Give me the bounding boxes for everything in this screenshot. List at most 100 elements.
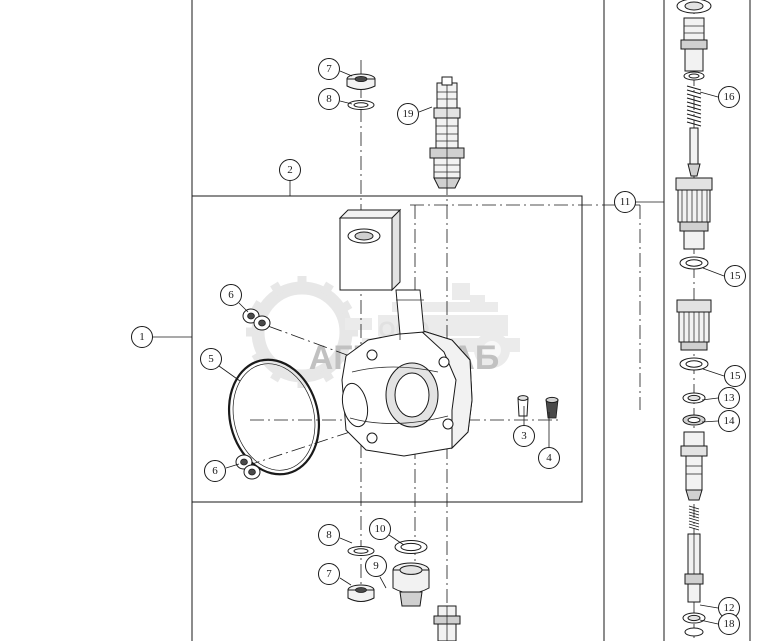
callout-label: 11 xyxy=(620,196,631,208)
part-6-washer-lower xyxy=(235,454,261,480)
part-7-plug-top xyxy=(346,73,376,90)
callout-label: 7 xyxy=(326,63,332,75)
callout-leader-line xyxy=(701,397,719,401)
part-10-oring xyxy=(394,540,428,554)
part-5-seal-ring xyxy=(227,358,321,476)
callout-label: 1 xyxy=(139,331,145,343)
callout-9: 9 xyxy=(365,555,387,589)
right-column-assembly xyxy=(675,0,713,637)
part-4-pin xyxy=(545,396,559,419)
part-bottom-stem xyxy=(433,605,461,641)
callout-8: 8 xyxy=(318,88,353,110)
callout-leader-line xyxy=(702,267,725,277)
callout-5: 5 xyxy=(200,348,241,382)
callout-14: 14 xyxy=(701,410,740,432)
callout-bubble xyxy=(718,387,740,409)
part-19-relief-valve xyxy=(429,76,465,189)
callout-label: 13 xyxy=(724,392,736,404)
callout-label: 12 xyxy=(724,602,735,614)
callout-label: 16 xyxy=(724,91,736,103)
callout-bubble xyxy=(614,191,636,213)
callout-leader-line xyxy=(702,368,725,377)
callout-bubble xyxy=(369,518,391,540)
callout-3: 3 xyxy=(513,406,535,447)
callout-label: 19 xyxy=(403,108,415,120)
callout-leader-line xyxy=(388,534,405,546)
callout-label: 14 xyxy=(724,415,736,427)
part-6-washer-upper xyxy=(242,308,271,331)
callout-label: 8 xyxy=(326,93,332,105)
callout-leader-line xyxy=(418,106,433,113)
callout-4: 4 xyxy=(538,412,560,469)
callout-7: 7 xyxy=(318,58,353,80)
part-7-plug-bottom xyxy=(347,584,375,602)
callout-label: 9 xyxy=(373,560,379,572)
callout-label: 7 xyxy=(326,568,332,580)
callout-13: 13 xyxy=(701,387,740,409)
callout-19: 19 xyxy=(397,103,433,125)
part-8-washer-bottom xyxy=(347,546,375,556)
callout-label: 10 xyxy=(375,523,387,535)
callout-label: 2 xyxy=(287,164,293,176)
callout-leader-line xyxy=(699,619,719,625)
callout-bubble xyxy=(279,159,301,181)
part-2-valve-housing xyxy=(338,208,473,457)
callout-label: 6 xyxy=(212,465,218,477)
callout-1: 1 xyxy=(131,326,192,348)
callout-bubble xyxy=(718,410,740,432)
callout-label: 8 xyxy=(326,529,332,541)
callout-leader-line xyxy=(218,365,241,382)
callout-11: 11 xyxy=(614,191,664,213)
callout-bubble xyxy=(318,524,340,546)
callout-leader-line xyxy=(699,604,719,609)
callout-bubble xyxy=(718,86,740,108)
part-9-fitting xyxy=(392,562,430,607)
callout-bubble xyxy=(318,88,340,110)
callout-label: 5 xyxy=(208,353,214,365)
callout-18: 18 xyxy=(699,613,740,635)
part-8-washer-top xyxy=(347,100,375,110)
part-3-pin xyxy=(517,395,529,417)
callout-6: 6 xyxy=(204,460,240,482)
callout-label: 3 xyxy=(521,430,527,442)
callout-bubble xyxy=(365,555,387,577)
callout-bubble xyxy=(318,58,340,80)
callout-6: 6 xyxy=(220,284,249,313)
callout-label: 18 xyxy=(724,618,736,630)
callout-8: 8 xyxy=(318,524,353,546)
callout-leader-line xyxy=(225,463,240,469)
callout-bubble xyxy=(397,103,419,125)
callout-bubble xyxy=(724,365,746,387)
callout-leader-line xyxy=(379,576,387,589)
callout-10: 10 xyxy=(369,518,405,546)
callout-label: 6 xyxy=(228,289,234,301)
callout-leader-line xyxy=(238,302,249,313)
callout-leader-line xyxy=(701,420,719,423)
callout-16: 16 xyxy=(699,86,740,108)
callout-leader-line xyxy=(339,577,352,586)
callout-bubble xyxy=(200,348,222,370)
callout-15: 15 xyxy=(702,265,746,287)
callout-leader-line xyxy=(699,91,719,98)
callout-label: 4 xyxy=(546,452,552,464)
callout-bubble xyxy=(513,425,535,447)
callout-7: 7 xyxy=(318,563,352,586)
callout-2: 2 xyxy=(279,159,301,196)
callout-bubble xyxy=(220,284,242,306)
callout-bubble xyxy=(538,447,560,469)
callout-leader-line xyxy=(339,100,353,105)
callout-bubble xyxy=(718,613,740,635)
callout-bubble xyxy=(318,563,340,585)
watermark: ООО АГРОСНАБ xyxy=(246,276,520,388)
frame-group xyxy=(191,0,751,641)
callout-label: 15 xyxy=(730,270,742,282)
callout-label: 15 xyxy=(730,370,742,382)
callout-leader-line xyxy=(339,70,353,77)
callout-bubble xyxy=(131,326,153,348)
callout-bubble xyxy=(724,265,746,287)
callout-bubble xyxy=(204,460,226,482)
callout-leader-line xyxy=(339,537,353,544)
